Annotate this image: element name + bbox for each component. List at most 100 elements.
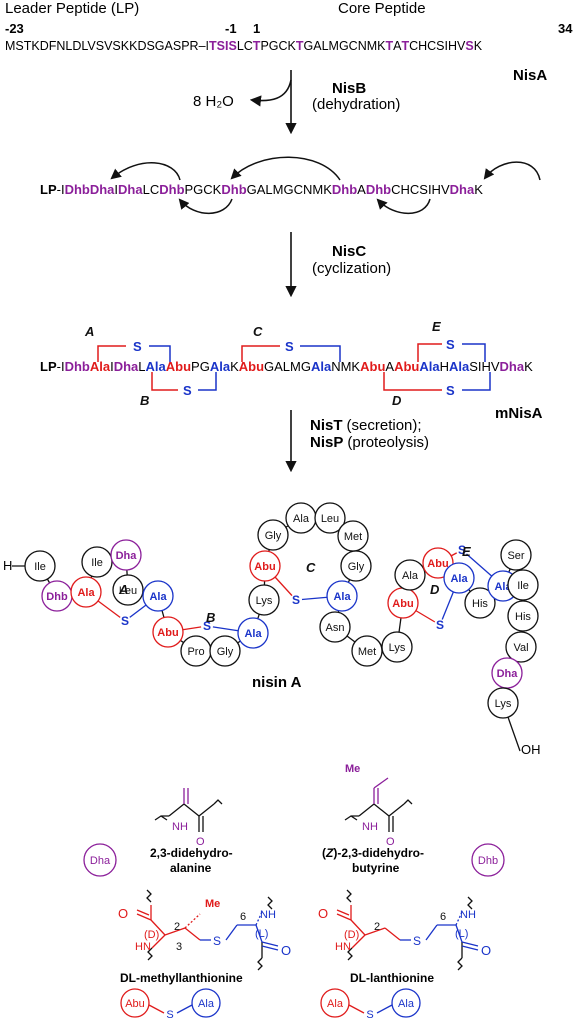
svg-text:Leu: Leu	[119, 585, 137, 597]
lan-2: 2	[374, 921, 380, 933]
melan-d: (D)	[144, 929, 159, 941]
svg-text:Ala: Ala	[293, 513, 310, 525]
mNisA-label: mNisA	[495, 405, 543, 422]
svg-text:S: S	[183, 383, 192, 398]
svg-text:S: S	[446, 383, 455, 398]
lan-s: S	[413, 934, 421, 948]
svg-text:S: S	[133, 339, 142, 354]
residue-ala-26: Ala	[443, 562, 475, 594]
lan-l: (L)	[455, 928, 468, 940]
residue-ala-15: Ala	[285, 502, 317, 534]
residue-lys-34: Lys	[487, 687, 519, 719]
svg-text:Asn: Asn	[326, 622, 345, 634]
dha-name-2: alanine	[170, 861, 212, 875]
melan-o: O	[118, 906, 128, 921]
svg-text:Ala: Ala	[450, 573, 468, 585]
dhb-name-1: (Z)-2,3-didehydro-	[322, 846, 424, 860]
residue-his-27: His	[464, 587, 496, 619]
lan-hn: HN	[335, 941, 351, 953]
dhb-o: O	[386, 836, 395, 848]
nisA-label: NisA	[513, 67, 547, 84]
svg-text:S: S	[446, 337, 455, 352]
svg-text:Lys: Lys	[495, 698, 512, 710]
svg-text:Ala: Ala	[149, 591, 167, 603]
svg-text:Abu: Abu	[254, 561, 275, 573]
dha-nh: NH	[172, 821, 188, 833]
nisC-description: (cyclization)	[312, 260, 391, 277]
svg-text:Gly: Gly	[265, 530, 282, 542]
position-minus1: -1	[225, 21, 237, 36]
lan-ala-1: Ala	[327, 998, 344, 1010]
residue-dha-33: Dha	[491, 657, 523, 689]
lan-o2: O	[481, 943, 491, 958]
residue-ala-7: Ala	[142, 580, 174, 612]
dhb-name-2: butyrine	[352, 861, 400, 875]
lan-d: (D)	[344, 929, 359, 941]
svg-text:Ala: Ala	[77, 587, 95, 599]
dhb-structure	[344, 777, 413, 832]
svg-text:Dha: Dha	[497, 668, 519, 680]
water-label: 8 H₂O	[193, 93, 234, 110]
svg-text:Ile: Ile	[34, 561, 46, 573]
melan-bridge-s: S	[166, 1009, 173, 1020]
residue-ile-1: Ile	[24, 550, 56, 582]
svg-text:Abu: Abu	[392, 598, 413, 610]
melan-abu: Abu	[125, 998, 145, 1010]
residue-ile-30: Ile	[507, 569, 539, 601]
nisin-ring-labels: A B C D E	[118, 544, 471, 625]
melan-me: Me	[205, 898, 220, 910]
svg-text:Met: Met	[344, 531, 362, 543]
svg-text:D: D	[392, 393, 402, 408]
dhb-legend-badge	[471, 843, 505, 877]
leader-peptide-label: Leader Peptide (LP)	[5, 0, 139, 17]
svg-text:His: His	[515, 611, 531, 623]
lanthionine-structure	[336, 889, 479, 971]
lan-ala-2: Ala	[398, 998, 415, 1010]
thioether-sulfur-3: S	[292, 593, 300, 607]
residue-lys-12: Lys	[248, 584, 280, 616]
residue-gly-10: Gly	[209, 635, 241, 667]
lan-ala-badge-2	[391, 988, 421, 1018]
svg-text:A: A	[84, 324, 94, 339]
nisB-label: NisB	[332, 80, 366, 97]
svg-text:Leu: Leu	[321, 513, 339, 525]
residue-leu-16: Leu	[314, 502, 346, 534]
svg-text:E: E	[462, 544, 471, 559]
melan-name: DL-methyllanthionine	[120, 971, 243, 985]
residue-val-32: Val	[505, 631, 537, 663]
residue-abu-23: Abu	[387, 587, 419, 619]
melan-6: 6	[240, 911, 246, 923]
lan-bridge-s: S	[366, 1009, 373, 1020]
position-minus23: -23	[5, 21, 24, 36]
svg-text:His: His	[472, 598, 488, 610]
residue-abu-8: Abu	[152, 616, 184, 648]
svg-text:Pro: Pro	[187, 646, 204, 658]
lan-nh: NH	[460, 909, 476, 921]
thioether-sulfur-4: S	[436, 618, 444, 632]
thioether-sulfur-2: S	[203, 619, 211, 633]
svg-text:B: B	[206, 610, 215, 625]
nisC-label: NisC	[332, 243, 366, 260]
svg-text:Dha: Dha	[116, 550, 138, 562]
residue-pro-9: Pro	[180, 635, 212, 667]
core-peptide-label: Core Peptide	[338, 0, 426, 17]
nisT-step: NisT(secretion);	[310, 417, 422, 434]
mNisA-rings: S A S B S C S E S D	[84, 319, 491, 408]
melan-nh: NH	[260, 909, 276, 921]
residue-ala-3: Ala	[70, 576, 102, 608]
residue-dha-5: Dha	[110, 539, 142, 571]
svg-text:Gly: Gly	[348, 561, 365, 573]
mNisA-sequence: LP-IDhbAlaIDhaLAlaAbuPGAlaKAbuGALMGAlaNM…	[40, 359, 533, 374]
dha-structure	[154, 788, 223, 832]
residue-ala-11: Ala	[237, 617, 269, 649]
nisA-sequence: MSTKDFNLDLVSVSKKDSGASPR–ITSISLCTPGCKTGAL…	[5, 39, 483, 53]
residue-ile-4: Ile	[81, 546, 113, 578]
dhb-nh: NH	[362, 821, 378, 833]
svg-text:E: E	[432, 319, 441, 334]
nisP-step: NisP(proteolysis)	[310, 434, 429, 451]
svg-text:Met: Met	[358, 646, 376, 658]
svg-text:C: C	[253, 324, 263, 339]
nisB-description: (dehydration)	[312, 96, 400, 113]
thioether-sulfur-5: S	[458, 543, 466, 557]
